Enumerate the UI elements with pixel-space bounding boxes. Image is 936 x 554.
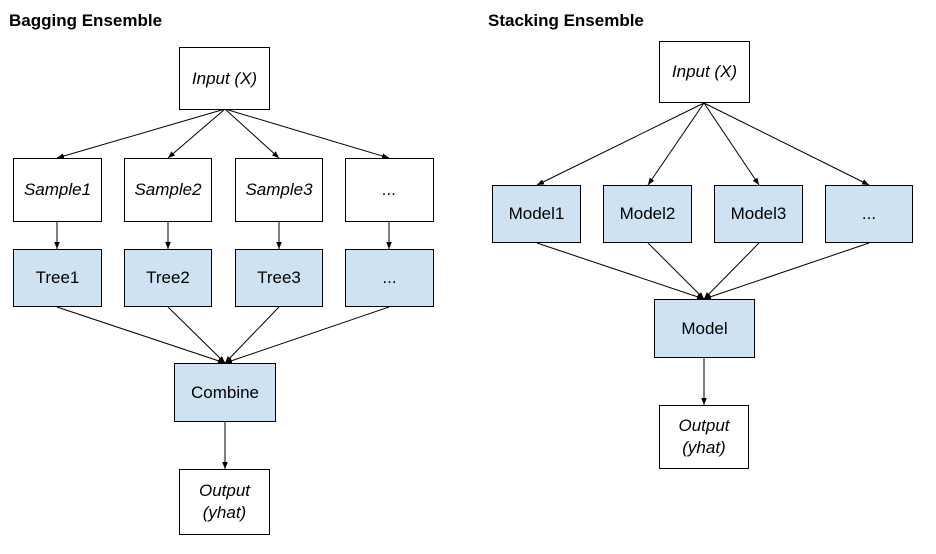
edge-tree1-combine: [56, 306, 226, 364]
combine-node: Combine: [174, 363, 276, 422]
stacking-output-label: Output (yhat): [678, 416, 730, 457]
edge-sinput-model4: [703, 102, 870, 186]
sample-label: Sample3: [245, 180, 313, 199]
stacking-title: Stacking Ensemble: [488, 11, 644, 30]
tree-node: Tree3: [235, 249, 323, 307]
tree-label: Tree1: [35, 268, 80, 287]
tree-label: Tree3: [257, 268, 301, 287]
stacking-input-label: Input (X): [671, 62, 738, 81]
sample-node: Sample2: [124, 158, 212, 222]
model-label: Model2: [619, 204, 676, 223]
meta-model-node: Model: [654, 299, 755, 358]
edge-input-sample4: [224, 108, 390, 159]
edge-input-sample2: [167, 108, 226, 159]
edge-model1-meta: [536, 242, 705, 300]
edge-sinput-model1: [536, 102, 705, 186]
bagging-title: Bagging Ensemble: [9, 11, 163, 30]
model-node: Model3: [714, 185, 803, 243]
edge-model3-meta: [703, 242, 760, 300]
bagging-input-node: Input (X): [179, 47, 270, 110]
edge-tree2-combine: [167, 306, 226, 364]
bagging-input-label: Input (X): [191, 68, 258, 88]
model-node: Model1: [492, 185, 581, 243]
edge-sinput-model3: [703, 102, 760, 186]
sample-label: Sample1: [23, 180, 92, 199]
edge-model4-meta: [703, 242, 870, 300]
edge-model2-meta: [647, 242, 705, 300]
sample-label: Sample2: [134, 180, 202, 199]
tree-node: Tree1: [13, 249, 102, 307]
edge-sinput-model2: [647, 102, 705, 186]
stacking-input-node: Input (X): [659, 41, 750, 103]
stacking-output-node: Output (yhat): [659, 405, 749, 469]
tree-label: Tree2: [146, 268, 190, 287]
model-label: Model3: [730, 204, 787, 223]
model-label: Model1: [508, 204, 565, 223]
edge-tree4-combine: [224, 306, 390, 364]
sample-node: Sample3: [235, 158, 323, 222]
bagging-output-label: Output (yhat): [198, 481, 251, 522]
edge-input-sample1: [56, 108, 226, 159]
sample-label: ...: [382, 180, 397, 199]
bagging-output-node: Output (yhat): [179, 469, 270, 535]
sample-node: ...: [345, 158, 434, 222]
edge-input-sample3: [224, 108, 280, 159]
model-label: ...: [861, 204, 877, 223]
model-node: Model2: [603, 185, 692, 243]
sample-node: Sample1: [13, 158, 102, 222]
tree-node: Tree2: [124, 249, 212, 307]
combine-label: Combine: [190, 382, 260, 402]
tree-label: ...: [382, 268, 397, 287]
meta-model-label: Model: [681, 318, 728, 338]
model-node: ...: [825, 185, 913, 243]
tree-node: ...: [345, 249, 434, 307]
edge-tree3-combine: [224, 306, 280, 364]
